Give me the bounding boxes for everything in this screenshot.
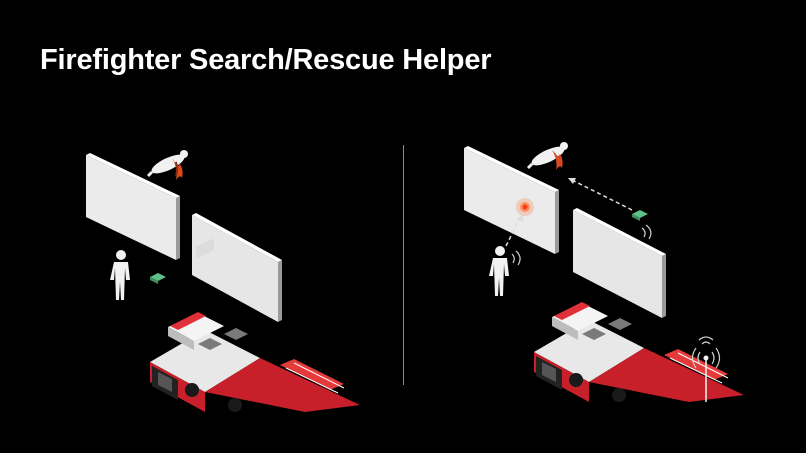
divider: [403, 145, 404, 385]
wall: [464, 146, 559, 254]
wall: [192, 213, 282, 322]
signal-glow: [516, 198, 534, 216]
victim-icon: [146, 150, 188, 180]
fire-truck-icon: [150, 238, 360, 412]
scene-without-helper: [86, 150, 360, 412]
victim-icon: [526, 142, 568, 170]
firefighter-icon: [489, 246, 521, 296]
device-icon: [632, 210, 652, 240]
wall: [573, 208, 666, 318]
device-icon: [150, 273, 166, 284]
wall: [86, 153, 180, 260]
firefighter-icon: [110, 250, 130, 300]
scene-with-helper: [464, 142, 744, 402]
beacon-icon: [691, 336, 721, 402]
slide-title: Firefighter Search/Rescue Helper: [40, 44, 492, 76]
signal-path: [505, 178, 633, 247]
